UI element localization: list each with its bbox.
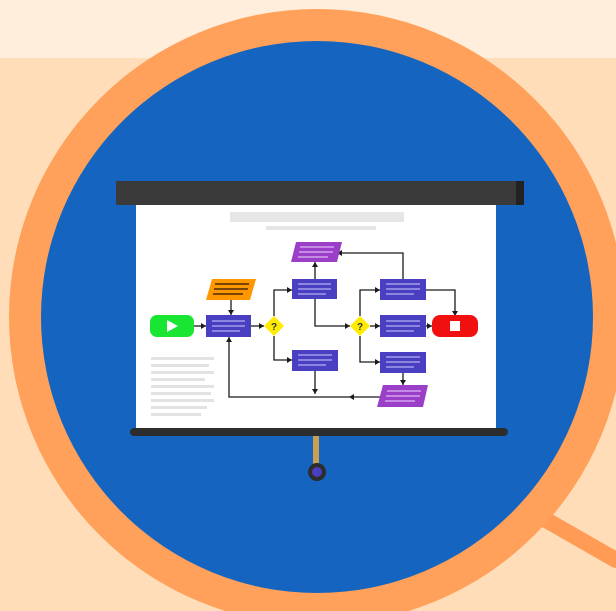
play-icon (167, 320, 178, 332)
screen-bottom-bar (130, 428, 508, 436)
flowchart-process-node (292, 279, 337, 299)
flowchart-input-node (206, 279, 256, 300)
flowchart-process-node (380, 352, 426, 373)
flowchart-process-node (380, 315, 426, 337)
screen-top-bar-cap (516, 181, 524, 205)
slide-title-placeholder (230, 212, 404, 222)
flowchart-start-node (150, 315, 194, 337)
projector-screen: ? ? (116, 181, 524, 481)
slide-subtitle-placeholder (266, 226, 376, 230)
screen-stand (313, 436, 319, 466)
flowchart-io-node (291, 242, 342, 262)
flowchart-process-node (292, 350, 338, 371)
flowchart-process-node (380, 279, 426, 300)
flowchart-decision-node: ? (350, 316, 370, 336)
stop-icon (450, 321, 460, 331)
stand-knob-inner (312, 467, 322, 477)
decision-label: ? (357, 322, 363, 333)
flowchart-end-node (432, 315, 478, 337)
flowchart-arrowheads (201, 250, 458, 400)
flowchart-io-node (377, 385, 428, 407)
decision-label: ? (271, 322, 277, 333)
screen-top-bar (116, 181, 524, 205)
flowchart-process-node (206, 315, 251, 337)
slide-text-placeholder (151, 357, 214, 416)
flowchart-decision-node: ? (264, 316, 284, 336)
